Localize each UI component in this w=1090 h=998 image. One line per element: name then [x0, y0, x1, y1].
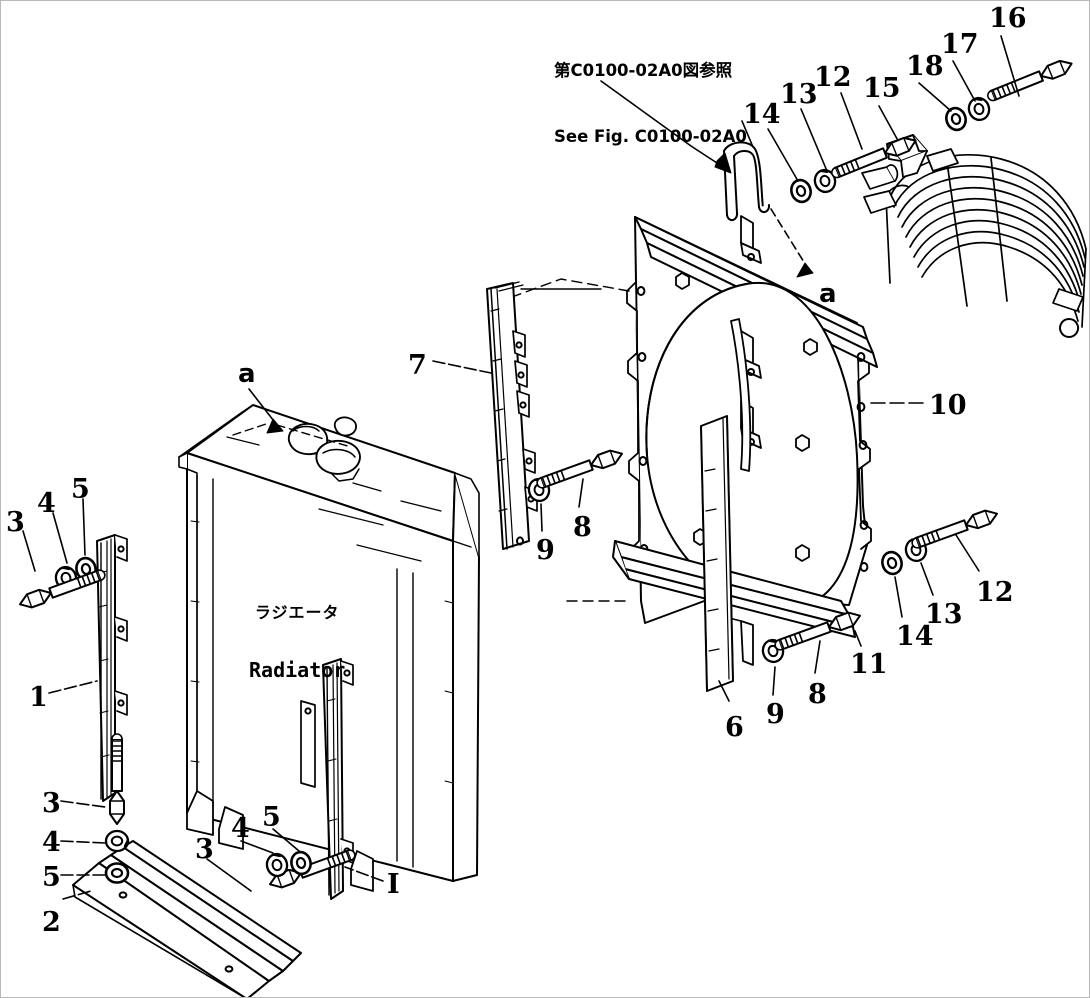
radiator-label-japanese: ラジエータ — [254, 602, 340, 622]
callout-number-n4c: 4 — [231, 813, 250, 844]
callout-number-n13b: 13 — [925, 599, 963, 630]
callout-number-n1: 1 — [29, 682, 48, 713]
callout-number-n15: 15 — [863, 73, 901, 104]
callout-number-n10: 10 — [929, 390, 967, 421]
callout-number-nI: I — [387, 869, 400, 900]
callout-number-n14b: 14 — [896, 621, 934, 652]
callout-number-n8a: 8 — [573, 512, 592, 543]
section-mark-aR: a — [819, 279, 837, 309]
callout-number-n4a: 4 — [37, 488, 56, 519]
section-mark-aL: a — [238, 359, 256, 389]
callout-number-n11: 11 — [850, 649, 888, 680]
callout-number-n2: 2 — [42, 907, 61, 938]
callout-number-n6: 6 — [725, 712, 744, 743]
radiator-label: ラジエータ Radiator — [249, 567, 345, 719]
callout-number-n9b: 9 — [766, 699, 785, 730]
callout-number-n3c: 3 — [195, 834, 214, 865]
callout-number-n18: 18 — [906, 51, 944, 82]
callout-number-n9a: 9 — [536, 535, 555, 566]
callout-number-n13a: 13 — [780, 79, 818, 110]
callout-number-n3b: 3 — [42, 788, 61, 819]
callout-number-n12b: 12 — [976, 577, 1014, 608]
reference-note-english: See Fig. C0100-02A0 — [554, 127, 747, 147]
callout-number-n4b: 4 — [42, 827, 61, 858]
callout-number-n3a: 3 — [6, 507, 25, 538]
callout-number-n5a: 5 — [71, 474, 90, 505]
callout-number-n16: 16 — [989, 3, 1027, 34]
reference-note-japanese: 第C0100-02A0図参照 — [554, 60, 733, 80]
callout-number-n12a: 12 — [814, 62, 852, 93]
callout-number-n8b: 8 — [808, 679, 827, 710]
reference-note: 第C0100-02A0図参照 See Fig. C0100-02A0 — [554, 15, 747, 193]
callout-number-n14a: 14 — [743, 99, 781, 130]
callout-number-n7: 7 — [408, 350, 427, 381]
callout-number-n5c: 5 — [262, 802, 281, 833]
callout-number-n5b: 5 — [42, 862, 61, 893]
callout-number-n17: 17 — [941, 29, 979, 60]
radiator-label-english: Radiator — [249, 657, 346, 682]
